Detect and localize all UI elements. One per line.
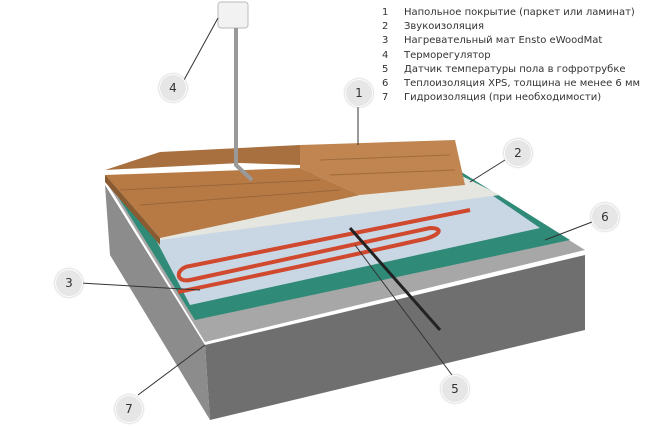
callout-1: 1	[345, 79, 373, 107]
concrete-base-front	[205, 255, 585, 420]
heating-cable	[176, 208, 471, 294]
callout-6: 6	[591, 203, 619, 231]
wood-floor-left	[105, 168, 360, 238]
thermostat-wire	[234, 28, 254, 182]
callout-3: 3	[55, 269, 83, 297]
wood-floor-right	[300, 140, 465, 195]
thermostat-device	[217, 1, 249, 29]
sensor-tube	[348, 227, 442, 331]
callout-5: 5	[441, 375, 469, 403]
leader-lines	[79, 17, 593, 396]
callout-2: 2	[504, 139, 532, 167]
wood-floor-back	[105, 145, 300, 170]
callout-4: 4	[159, 74, 187, 102]
callout-7: 7	[115, 395, 143, 423]
wood-floor-left-edge	[105, 175, 160, 245]
